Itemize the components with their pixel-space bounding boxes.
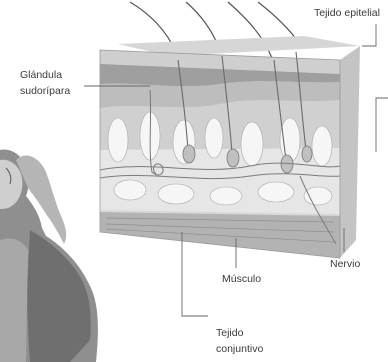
label-tejido-conjuntivo-line2: conjuntivo bbox=[216, 342, 263, 356]
label-tejido-conjuntivo-line1: Tejido bbox=[216, 326, 243, 340]
runner-woman-photo bbox=[0, 150, 98, 362]
label-tejido-epitelial: Tejido epitelial bbox=[314, 6, 380, 20]
skin-block bbox=[100, 36, 360, 258]
label-glandula-line2: sudorípara bbox=[20, 84, 70, 98]
label-glandula-line1: Glándula bbox=[20, 68, 62, 82]
label-nervio: Nervio bbox=[330, 257, 360, 271]
label-musculo: Músculo bbox=[222, 272, 261, 286]
